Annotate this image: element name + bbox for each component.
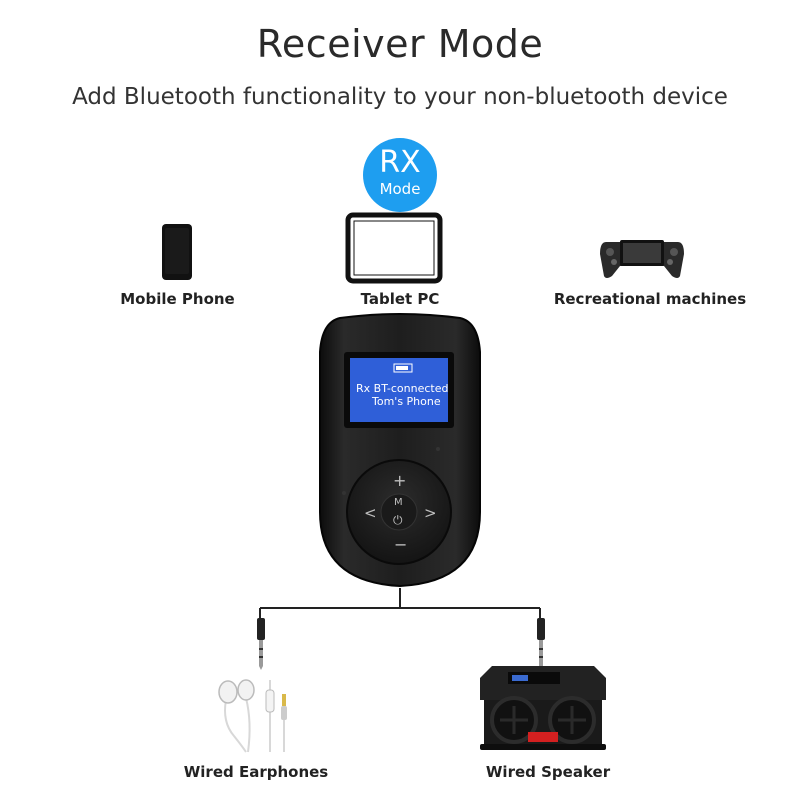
speaker-icon <box>480 666 606 750</box>
output-label-wired-earphones: Wired Earphones <box>183 763 329 781</box>
volume-up-button[interactable]: + <box>393 471 406 490</box>
source-label-tablet-pc: Tablet PC <box>360 290 440 308</box>
volume-down-button[interactable]: − <box>394 535 407 554</box>
output-label-wired-speaker: Wired Speaker <box>485 763 611 781</box>
power-icon: ⏻ <box>393 513 403 527</box>
lcd-line-1: Rx BT-connected <box>356 382 448 395</box>
game-console-icon <box>600 240 684 278</box>
source-label-recreational-machines: Recreational machines <box>553 290 747 308</box>
center-button[interactable] <box>380 493 418 531</box>
lcd-line-2: Tom's Phone <box>371 395 441 408</box>
connection-lines <box>259 588 541 622</box>
earphones-icon <box>218 679 287 753</box>
aux-plug-icon <box>257 618 265 670</box>
rx-badge-sub: Mode <box>379 180 421 198</box>
bluetooth-receiver-device: Rx BT-connected Tom's Phone + − < > M ⏻ <box>319 313 481 588</box>
next-button[interactable]: > <box>424 504 437 522</box>
rx-badge-main: RX <box>379 145 421 180</box>
tablet-icon <box>345 212 443 284</box>
source-label-mobile-phone: Mobile Phone <box>120 290 235 308</box>
rx-mode-badge: RX Mode <box>363 138 437 212</box>
page-subtitle: Add Bluetooth functionality to your non-… <box>72 84 728 110</box>
mode-button-label: M <box>394 497 403 508</box>
page-title: Receiver Mode <box>256 22 544 66</box>
mobile-phone-icon <box>162 224 192 280</box>
previous-button[interactable]: < <box>364 504 377 522</box>
